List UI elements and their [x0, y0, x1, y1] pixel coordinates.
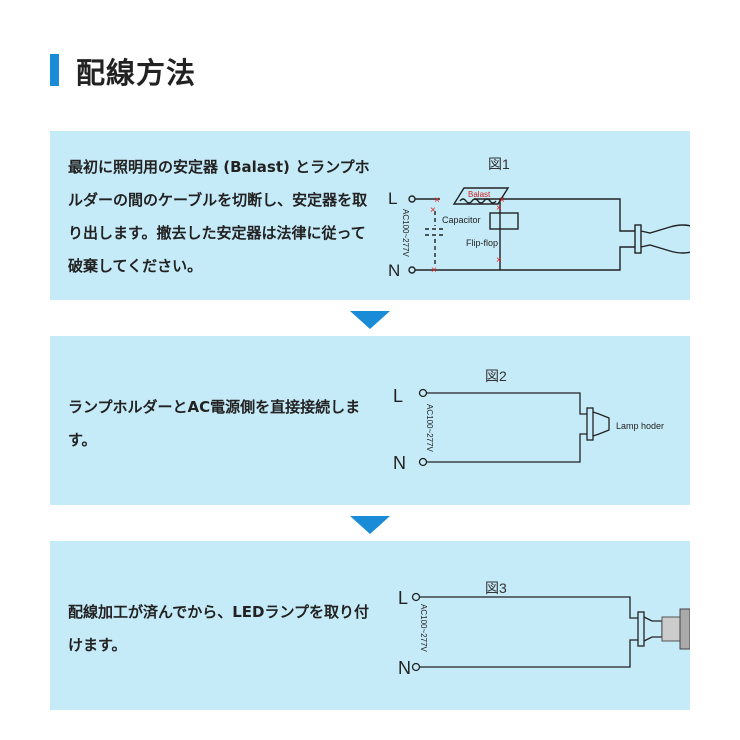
figure-3-n-label: N [398, 658, 411, 678]
svg-text:×: × [430, 205, 436, 216]
figure-1-caption: 図1 [488, 156, 510, 172]
step-3-text: 配線加工が済んでから、LEDランプを取り付けます。 [68, 603, 370, 654]
figure-1-wiring-diagram: 図1 L N AC100~277V Balast Capacitor Flip-… [388, 156, 690, 280]
cut-mark-icons: ××× ××× [430, 195, 505, 276]
svg-text:×: × [499, 195, 505, 206]
figure-2-holder-label: Lamp hoder [616, 421, 664, 431]
figure-3-voltage: AC100~277V [419, 604, 428, 652]
step-1-panel: 最初に照明用の安定器 (Balast) とランプホルダーの間のケーブルを切断し、… [50, 131, 690, 300]
figure-1-voltage: AC100~277V [401, 209, 410, 257]
figure-2-caption: 図2 [485, 368, 507, 384]
down-arrow-icon [350, 516, 390, 534]
step-3-panel: 配線加工が済んでから、LEDランプを取り付けます。 図3 L N AC100~2… [50, 541, 690, 710]
figure-1-n-label: N [388, 261, 400, 280]
svg-text:×: × [434, 195, 440, 206]
figure-1-capacitor-label: Capacitor [442, 215, 481, 225]
figure-2-wiring-diagram: 図2 L N AC100~277V Lamp hoder [393, 368, 664, 473]
figure-3-wiring-diagram: 図3 L N AC100~277V [398, 580, 690, 678]
step-2-panel: ランプホルダーとAC電源側を直接接続します。 図2 L N AC100~277V… [50, 336, 690, 505]
figure-1-flipflop-label: Flip-flop [466, 238, 498, 248]
figure-2-n-label: N [393, 453, 406, 473]
svg-text:×: × [496, 203, 502, 214]
down-arrow-icon [350, 311, 390, 329]
figure-2-voltage: AC100~277V [425, 404, 434, 452]
page-title: 配線方法 [76, 56, 197, 90]
figure-1-ballast-label: Balast [468, 190, 491, 199]
step-1-text: 最初に照明用の安定器 (Balast) とランプホルダーの間のケーブルを切断し、… [68, 158, 370, 275]
figure-3-l-label: L [398, 588, 408, 608]
figure-1-l-label: L [388, 189, 397, 208]
svg-text:×: × [496, 255, 502, 266]
step-2-text: ランプホルダーとAC電源側を直接接続します。 [68, 398, 361, 449]
figure-2-l-label: L [393, 386, 403, 406]
title-accent-bar [50, 54, 59, 86]
figure-3-caption: 図3 [485, 580, 507, 596]
svg-text:×: × [431, 265, 437, 276]
led-lamp-icon [661, 608, 690, 650]
